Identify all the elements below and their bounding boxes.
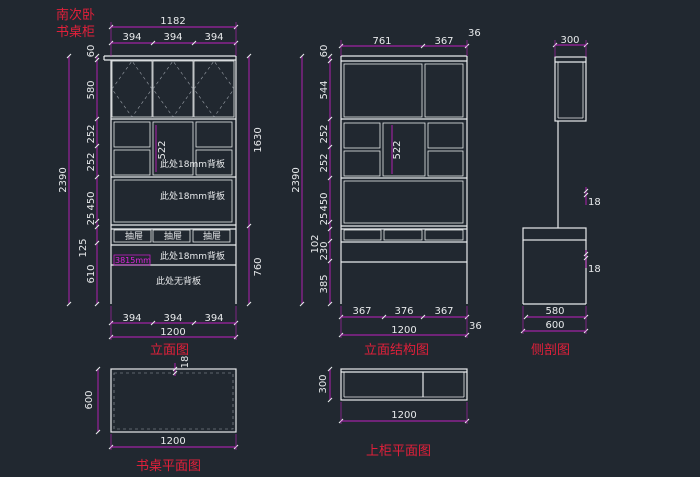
dim-elev-394-a: 394 xyxy=(122,32,141,43)
dim-desk-1200: 1200 xyxy=(160,436,185,447)
dim-desk-600: 600 xyxy=(84,390,95,409)
dim-struct-367-b: 367 xyxy=(434,306,453,317)
elevation-bottom-dims: 394 394 394 1200 立面图 xyxy=(108,306,239,358)
note-back-18-middle: 此处18mm背板 xyxy=(160,190,225,202)
dim-elev-60: 60 xyxy=(86,45,97,58)
dim-upper-300: 300 xyxy=(318,374,329,393)
dim-elev-252-b: 252 xyxy=(86,152,97,171)
dim-elev-580: 580 xyxy=(86,80,97,99)
dim-section-18-upper: 18 xyxy=(588,197,601,208)
dim-elev-1200: 1200 xyxy=(160,327,185,338)
section-view: 18 18 300 580 600 侧剖图 xyxy=(520,35,601,358)
dim-elev-bottom-394-a: 394 xyxy=(122,313,141,324)
desk-plan-view: 18 600 1200 书桌平面图 xyxy=(84,356,239,474)
upper-plan-view: 300 1200 上柜平面图 xyxy=(318,366,470,459)
note-back-18-lower: 此处18mm背板 xyxy=(160,250,225,262)
dim-elev-1182: 1182 xyxy=(160,16,185,27)
dim-elev-610: 610 xyxy=(86,264,97,283)
dim-elev-522: 522 xyxy=(157,140,168,159)
dim-struct-367-top: 367 xyxy=(434,36,453,47)
dim-struct-252-b: 252 xyxy=(319,153,330,172)
dim-section-18-lower: 18 xyxy=(588,264,601,275)
elevation-top-dims: 1182 394 394 394 xyxy=(108,16,239,56)
elevation-right-dims: 1630 760 xyxy=(246,53,264,307)
dim-elev-bottom-394-c: 394 xyxy=(204,313,223,324)
dim-struct-2390: 2390 xyxy=(291,167,302,192)
dim-struct-367-a: 367 xyxy=(352,306,371,317)
label-section: 侧剖图 xyxy=(531,343,570,358)
dim-struct-36-bottom: 36 xyxy=(469,321,482,332)
dim-elev-394-c: 394 xyxy=(204,32,223,43)
note-back-18-upper: 此处18mm背板 xyxy=(160,158,225,170)
title-line-2: 书桌柜 xyxy=(56,25,95,40)
note-no-back: 此处无背板 xyxy=(156,275,201,287)
dim-struct-544: 544 xyxy=(319,80,330,99)
dim-desk-18: 18 xyxy=(180,356,191,369)
label-upper-plan: 上柜平面图 xyxy=(366,444,431,459)
label-desk-plan: 书桌平面图 xyxy=(136,459,201,474)
dim-elev-252-a: 252 xyxy=(86,124,97,143)
dim-struct-376: 376 xyxy=(394,306,413,317)
dim-struct-385: 385 xyxy=(319,274,330,293)
dim-upper-1200: 1200 xyxy=(391,410,416,421)
structure-left-dims: 2390 60 544 252 252 450 25 102 230 385 xyxy=(291,45,333,307)
note-drawer-3: 抽屉 xyxy=(203,230,221,242)
dim-elev-125: 125 xyxy=(78,238,89,257)
dim-struct-60: 60 xyxy=(319,45,330,58)
dim-struct-1200: 1200 xyxy=(391,325,416,336)
structure-top-dims: 761 367 36 xyxy=(338,28,481,56)
dim-struct-25: 25 xyxy=(319,213,330,226)
elevation-left-dims: 2390 60 580 252 252 450 25 125 610 xyxy=(58,45,100,307)
dim-elev-1630: 1630 xyxy=(253,127,264,152)
dim-struct-522: 522 xyxy=(392,140,403,159)
note-drawer-1: 抽屉 xyxy=(125,230,143,242)
structure-view: 522 xyxy=(340,55,468,304)
dim-struct-761: 761 xyxy=(372,36,391,47)
dim-elev-394-b: 394 xyxy=(163,32,182,43)
dim-section-580: 580 xyxy=(545,306,564,317)
elevation-view: 此处18mm背板 此处18mm背板 抽屉 抽屉 抽屉 此处18mm背板 此处无背… xyxy=(103,55,237,304)
label-elevation: 立面图 xyxy=(150,343,189,358)
note-3815: 3815mm xyxy=(115,256,151,265)
dim-struct-36-top: 36 xyxy=(468,28,481,39)
label-structure: 立面结构图 xyxy=(364,343,429,358)
dim-elev-2390: 2390 xyxy=(58,167,69,192)
dim-struct-102: 102 xyxy=(310,234,321,253)
dim-struct-450: 450 xyxy=(319,192,330,211)
dim-elev-bottom-394-b: 394 xyxy=(163,313,182,324)
dim-section-600: 600 xyxy=(545,320,564,331)
dim-elev-450: 450 xyxy=(86,191,97,210)
note-drawer-2: 抽屉 xyxy=(164,230,182,242)
dim-struct-230: 230 xyxy=(319,241,330,260)
dim-section-300: 300 xyxy=(560,35,579,46)
dim-elev-25: 25 xyxy=(86,213,97,226)
title-line-1: 南次卧 xyxy=(56,7,95,23)
dim-elev-760: 760 xyxy=(253,257,264,276)
structure-bottom-dims: 367 376 367 1200 36 立面结构图 xyxy=(338,306,482,358)
dim-struct-252-a: 252 xyxy=(319,124,330,143)
